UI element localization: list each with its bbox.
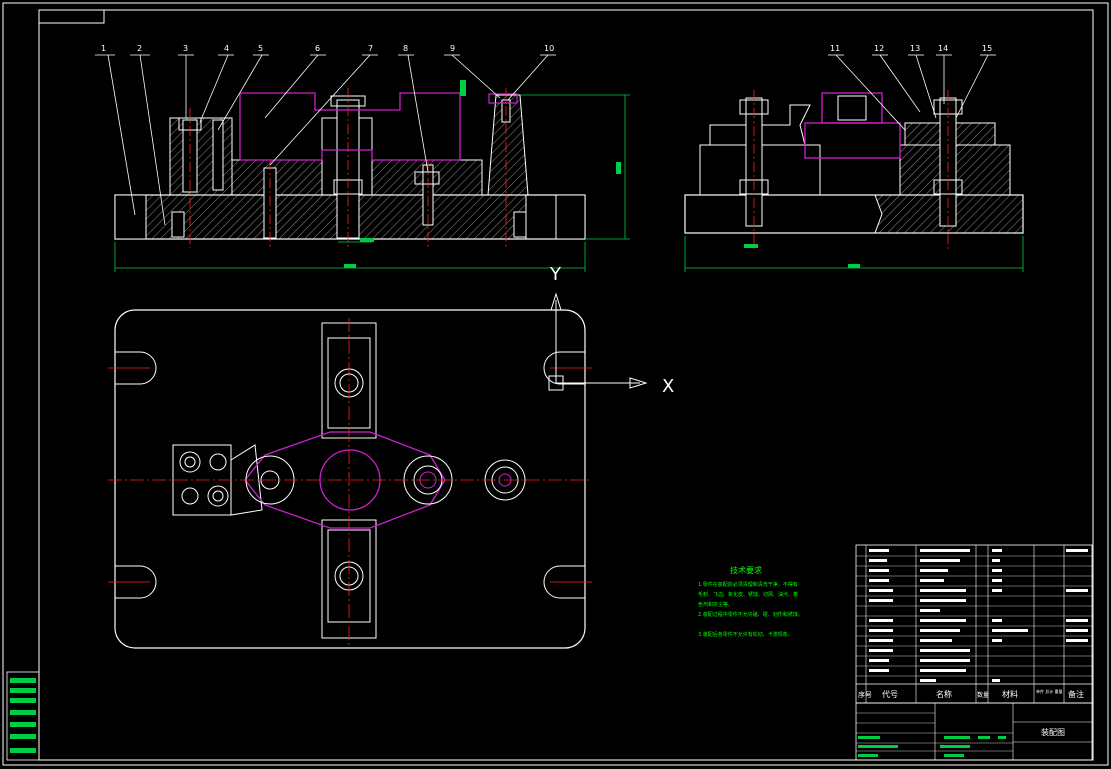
side-view-part-numbers: 11 12 13 14 15 [830,44,992,53]
part-number-1: 1 [101,44,106,53]
binding-margin-block [10,678,36,753]
part-number-8: 8 [403,44,408,53]
notes-line-1: 1.零件在装配前必须清理和清洗干净，不得有 [698,581,798,588]
part-number-5: 5 [258,44,263,53]
bom-header-name: 名称 [936,689,952,699]
notes-line-5: 3.装配后各零件不允许有松动、卡滞现象。 [698,631,793,638]
part-number-6: 6 [315,44,320,53]
bom-header-remark: 备注 [1068,689,1084,699]
notes-line-3: 色剂和灰尘等。 [698,601,733,608]
part-number-14: 14 [938,44,948,53]
part-number-2: 2 [137,44,142,53]
bom-header-weight: 单件 总计 重量 [1036,688,1063,694]
bom-header-qty: 数量 [977,691,989,699]
bom-header-code: 代号 [882,689,898,699]
notes-line-2: 毛刺、飞边、氧化皮、锈蚀、切屑、油污、着 [698,591,798,598]
part-number-10: 10 [544,44,554,53]
part-number-12: 12 [874,44,884,53]
part-number-11: 11 [830,44,840,53]
front-view-part-numbers: 1 2 3 4 5 6 7 8 9 10 [101,44,554,53]
part-number-7: 7 [368,44,373,53]
side-view [684,90,1024,272]
part-number-9: 9 [450,44,455,53]
bill-of-materials: 序号 代号 名称 数量 材料 单件 总计 重量 备注 [855,544,1093,704]
bom-header-material: 材料 [1002,689,1018,699]
part-number-13: 13 [910,44,920,53]
x-axis-label: X [662,376,674,397]
notes-line-4: 2.装配过程中零件不允许磕、碰、划伤和锈蚀。 [698,611,803,618]
coordinate-axes: X Y [548,264,674,397]
front-view-part-leaders [95,54,556,226]
side-view-part-leaders [828,54,996,131]
bom-header-seq: 序号 [858,690,872,699]
part-number-3: 3 [183,44,188,53]
y-axis-label: Y [549,264,562,285]
title-block: 装配图 [855,702,1093,761]
technical-requirements: 技术要求 1.零件在装配前必须清理和清洗干净，不得有 毛刺、飞边、氧化皮、锈蚀、… [698,565,803,638]
plan-view [108,309,592,649]
part-number-4: 4 [224,44,229,53]
drawing-name: 装配图 [1041,727,1065,737]
notes-title: 技术要求 [730,565,762,575]
part-number-15: 15 [982,44,992,53]
front-section-view [114,80,630,272]
